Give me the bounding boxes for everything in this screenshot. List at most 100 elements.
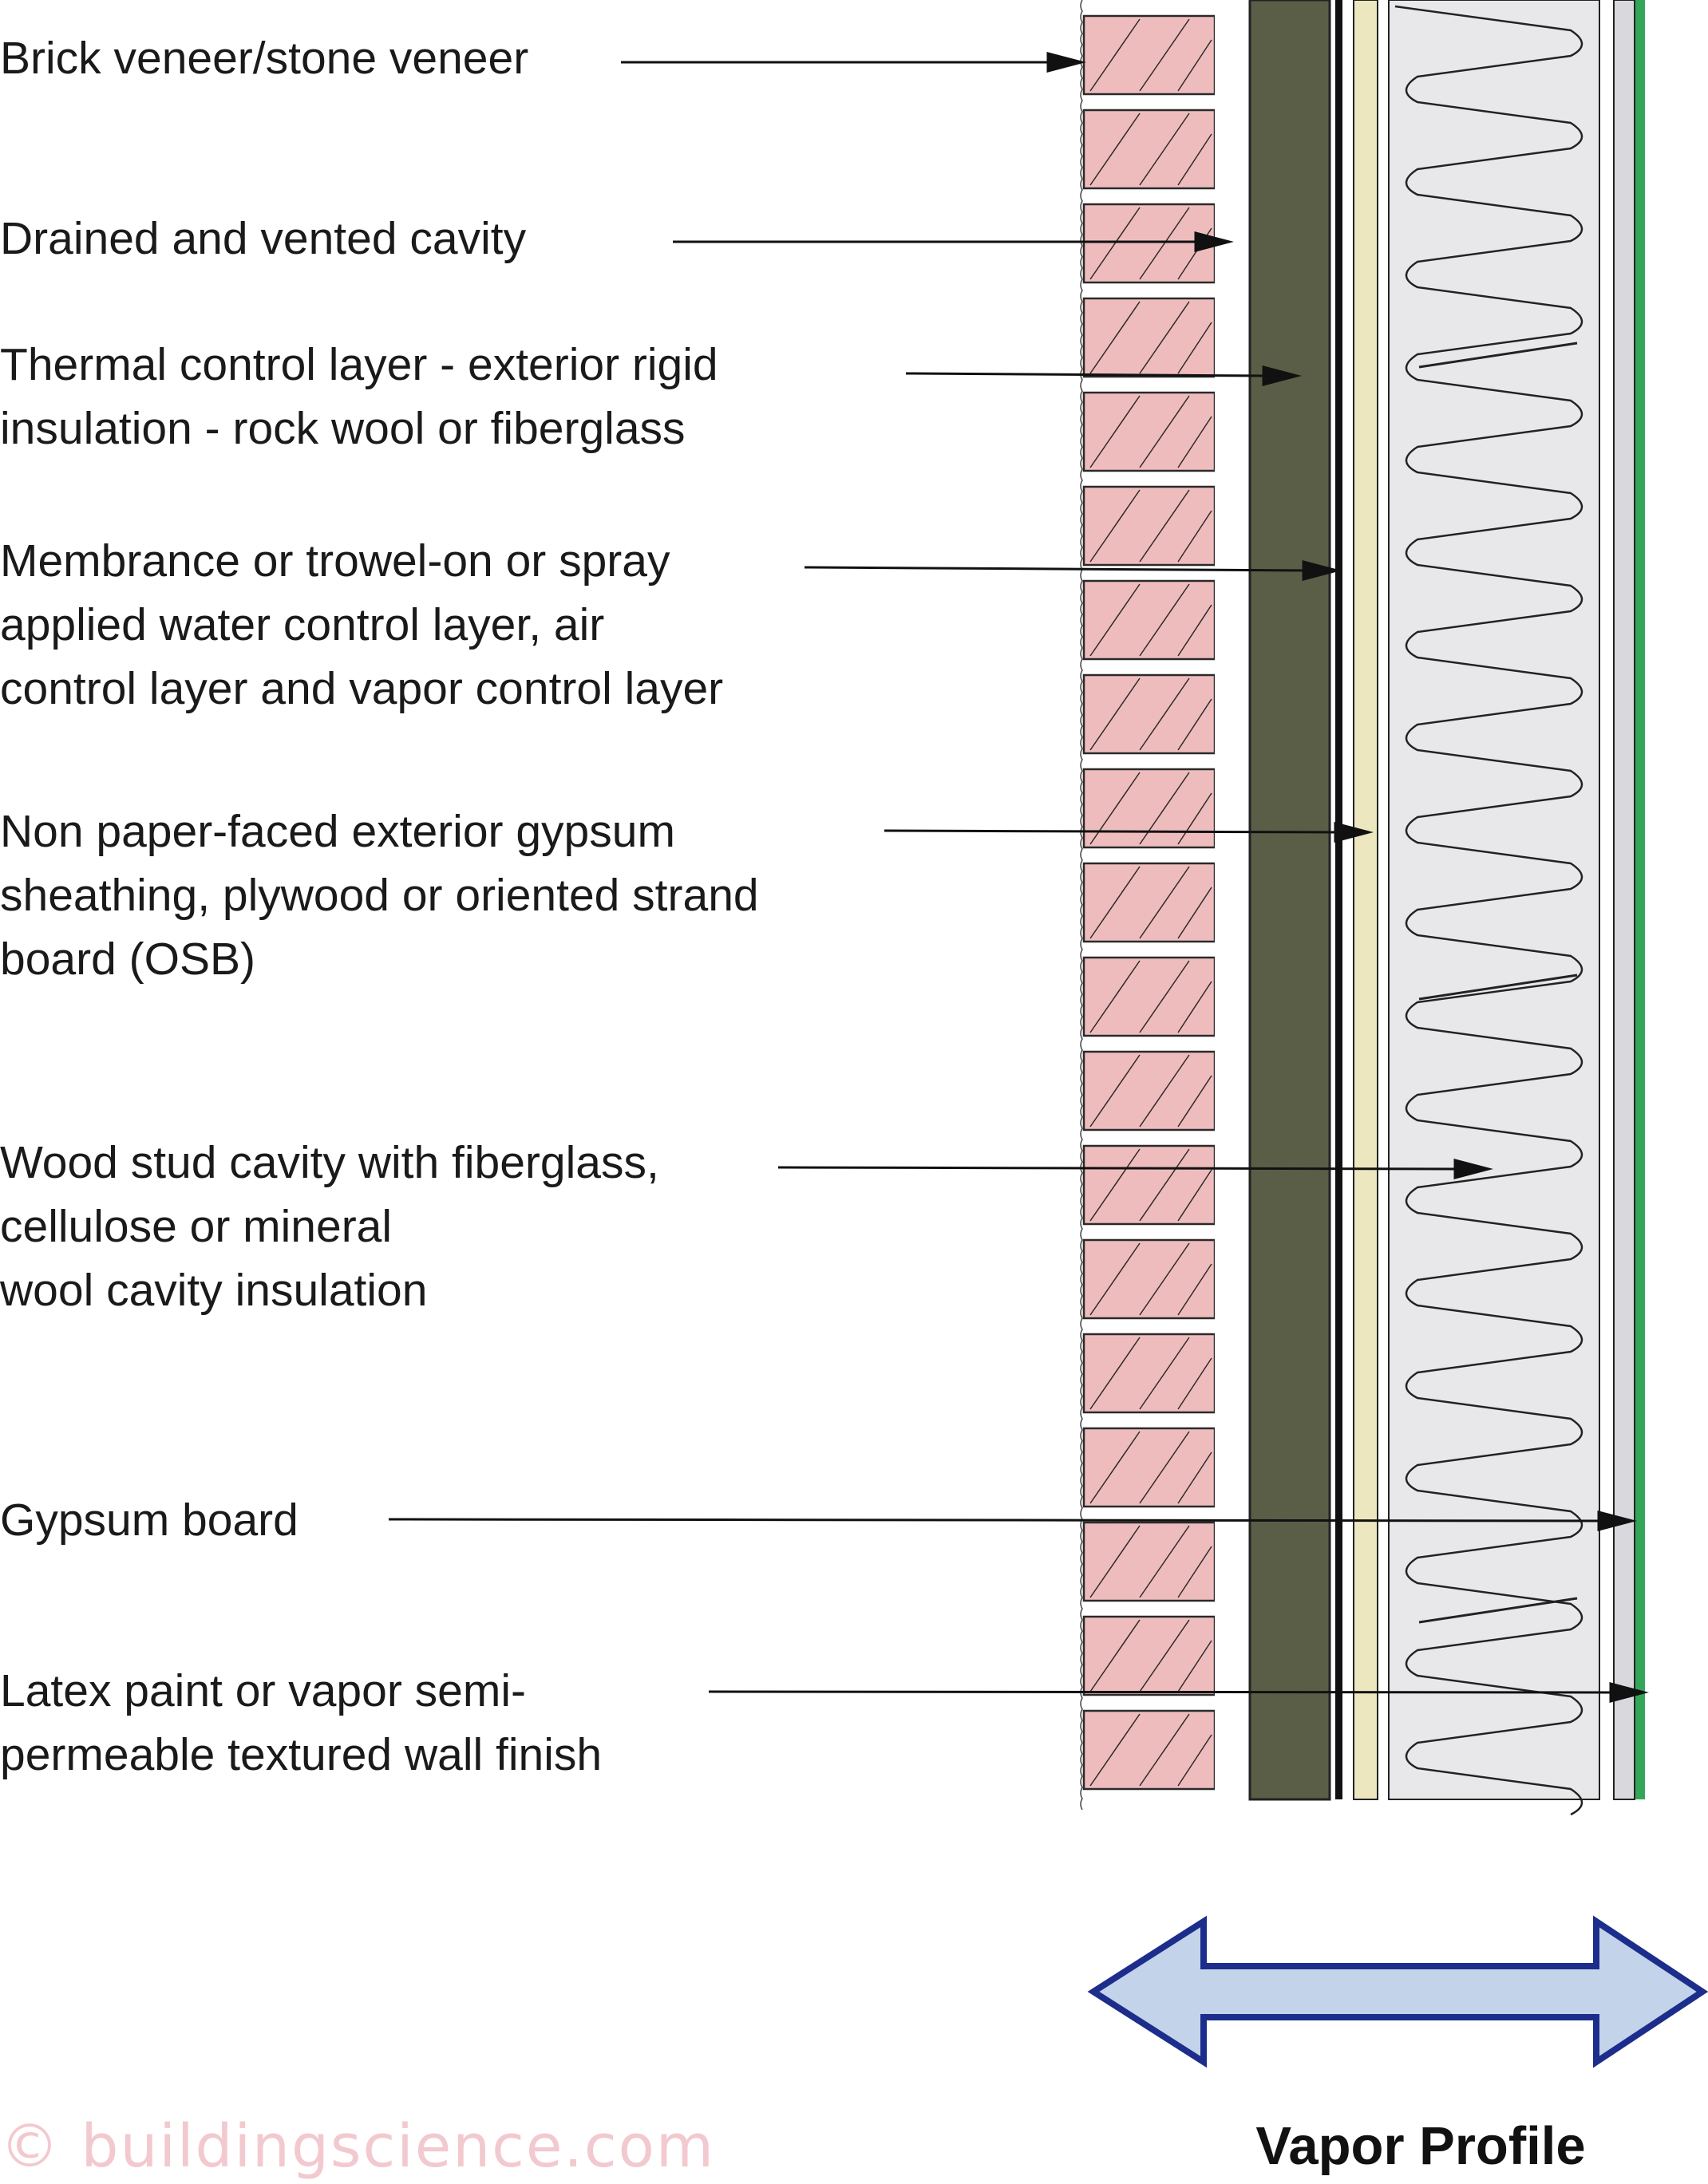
leader-sheathing: [884, 829, 1342, 834]
membrane-layer: [1335, 0, 1342, 1799]
brick-hatch: [1139, 1525, 1190, 1598]
leader-thermal-head: [1262, 365, 1302, 386]
rigid-insulation-layer: [1248, 0, 1331, 1801]
label-cavity: Drained and vented cavity: [0, 213, 527, 264]
brick-hatch: [1089, 1431, 1141, 1504]
brick-hatch: [1089, 489, 1141, 563]
batt-tie-line: [1418, 342, 1578, 369]
brick-hatch: [1139, 207, 1190, 280]
brick-hatch: [1139, 677, 1190, 751]
leader-sheathing-head: [1334, 822, 1374, 843]
brick: [1082, 485, 1216, 567]
brick-hatch: [1177, 1640, 1212, 1692]
brick-hatch: [1139, 583, 1190, 657]
brick-hatch: [1177, 698, 1212, 751]
leader-stud: [777, 1166, 1461, 1171]
brick: [1082, 1144, 1216, 1226]
leader-membrane-head: [1302, 560, 1342, 581]
brick-hatch: [1177, 1357, 1212, 1410]
brick-hatch: [1139, 1337, 1190, 1410]
brick-hatch: [1139, 1148, 1190, 1222]
brick: [1082, 673, 1216, 755]
brick-hatch: [1089, 1242, 1141, 1316]
layer-labels: Brick veneer/stone veneer Drained and ve…: [0, 33, 771, 1780]
brick-hatch: [1177, 416, 1212, 468]
label-gypsum: Gypsum board: [0, 1495, 299, 1546]
brick-hatch: [1139, 1431, 1190, 1504]
brick-veneer-layer: [1080, 0, 1216, 1811]
brick-hatch: [1139, 1713, 1190, 1787]
brick-hatch: [1177, 39, 1212, 92]
leader-paint-head: [1609, 1682, 1649, 1703]
batt-tie-line: [1418, 974, 1578, 1001]
brick-hatch: [1177, 133, 1212, 186]
brick-hatch: [1177, 1451, 1212, 1504]
brick-hatch: [1089, 301, 1141, 374]
brick-hatch: [1089, 960, 1141, 1033]
label-stud: Wood stud cavity with fiberglass, cellul…: [0, 1137, 672, 1316]
leader-gypsum-head: [1597, 1511, 1637, 1531]
brick-hatch: [1177, 604, 1212, 657]
brick-hatch: [1089, 866, 1141, 939]
brick: [1082, 297, 1216, 378]
brick-hatch: [1177, 1169, 1212, 1222]
brick-hatch: [1139, 395, 1190, 468]
label-sheathing: Non paper-faced exterior gypsum sheathin…: [0, 806, 771, 985]
brick-hatch: [1089, 1337, 1141, 1410]
brick: [1082, 1427, 1216, 1508]
brick-hatch: [1139, 866, 1190, 939]
brick: [1082, 1333, 1216, 1414]
brick: [1082, 1521, 1216, 1602]
brick: [1082, 1615, 1216, 1696]
leader-membrane: [804, 566, 1310, 572]
brick-hatch: [1089, 395, 1141, 468]
leader-cavity-head: [1194, 231, 1234, 252]
leader-gypsum: [388, 1518, 1605, 1522]
batt-tie-line: [1418, 1597, 1578, 1624]
brick-hatch: [1139, 960, 1190, 1033]
label-thermal: Thermal control layer - exterior rigid i…: [0, 339, 730, 454]
brick-hatch: [1177, 510, 1212, 563]
batt-insulation-ties: [1418, 342, 1578, 1624]
brick-hatch: [1139, 1054, 1190, 1128]
vapor-profile-label: Vapor Profile: [1255, 2116, 1585, 2176]
brick-hatch: [1139, 113, 1190, 186]
brick-hatch: [1089, 1525, 1141, 1598]
brick: [1082, 1709, 1216, 1791]
paint-finish-layer: [1635, 0, 1645, 1799]
brick: [1082, 203, 1216, 284]
brick: [1082, 579, 1216, 661]
brick-hatch: [1089, 583, 1141, 657]
label-membrane: Membrance or trowel-on or spray applied …: [0, 535, 723, 714]
brick-hatch: [1089, 1619, 1141, 1692]
brick-hatch: [1139, 1619, 1190, 1692]
brick-hatch: [1177, 1263, 1212, 1316]
leader-brick-head: [1046, 52, 1086, 73]
brick-hatch: [1177, 1075, 1212, 1128]
leader-arrows: [388, 52, 1649, 1703]
watermark: © buildingscience.com: [0, 2112, 715, 2181]
brick-hatch: [1089, 18, 1141, 92]
brick-hatch: [1177, 887, 1212, 939]
vapor-profile-double-arrow-icon: [1087, 1915, 1708, 2068]
label-paint: Latex paint or vapor semi- permeable tex…: [0, 1665, 602, 1780]
brick-hatch: [1089, 1713, 1141, 1787]
brick-hatch: [1139, 301, 1190, 374]
brick-hatch: [1139, 18, 1190, 92]
brick-hatch: [1089, 207, 1141, 280]
gypsum-board-layer: [1613, 0, 1635, 1800]
brick: [1082, 956, 1216, 1037]
brick: [1082, 862, 1216, 943]
sheathing-layer: [1353, 0, 1378, 1800]
brick-hatch: [1177, 1546, 1212, 1598]
brick-hatch: [1089, 677, 1141, 751]
brick-hatch: [1089, 113, 1141, 186]
brick: [1082, 1050, 1216, 1131]
brick: [1082, 1238, 1216, 1320]
leader-thermal: [905, 372, 1270, 377]
brick: [1082, 391, 1216, 472]
brick-hatch: [1089, 1148, 1141, 1222]
brick-hatch: [1089, 1054, 1141, 1128]
leader-stud-head: [1453, 1159, 1493, 1179]
